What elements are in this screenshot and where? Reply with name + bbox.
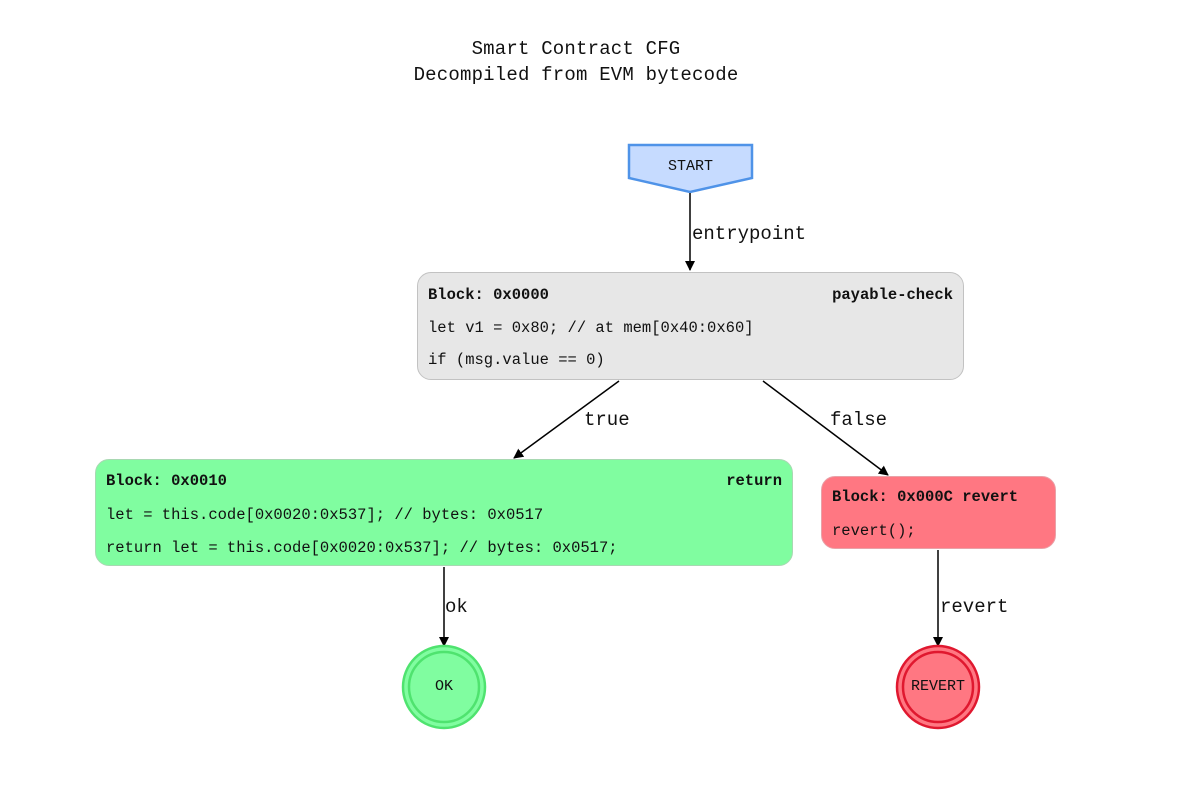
start-node <box>627 143 754 194</box>
start-label: START <box>667 158 713 175</box>
edge-true <box>513 380 620 459</box>
code-line: let = this.code[0x0020:0x537]; // bytes:… <box>106 506 544 524</box>
code-line: if (msg.value == 0) <box>428 351 605 369</box>
edge-label-ok: ok <box>445 596 468 618</box>
diagram-title: Smart Contract CFG <box>471 38 681 60</box>
edge-label-false: false <box>830 409 888 431</box>
block-0x000c-node: Block: 0x000C revert revert(); <box>821 476 1056 549</box>
diagram-subtitle: Decompiled from EVM bytecode <box>413 64 739 86</box>
ok-label: OK <box>434 678 453 695</box>
edge-label-true: true <box>584 409 630 431</box>
block-kind: return <box>726 472 782 490</box>
block-kind: payable-check <box>832 286 953 304</box>
block-0x0010-node: Block: 0x0010 return let = this.code[0x0… <box>95 459 793 566</box>
ok-terminal-node <box>401 644 487 730</box>
edge-false <box>762 380 889 476</box>
block-name: Block: 0x000C <box>832 488 953 506</box>
block-name: Block: 0x0000 <box>428 286 549 304</box>
code-line: revert(); <box>832 522 916 540</box>
revert-label: REVERT <box>910 678 965 695</box>
code-line: return let = this.code[0x0020:0x537]; //… <box>106 539 618 557</box>
edge-label-entrypoint: entrypoint <box>692 223 807 245</box>
block-name: Block: 0x0010 <box>106 472 227 490</box>
block-0x0000-node: Block: 0x0000 payable-check let v1 = 0x8… <box>417 272 964 380</box>
revert-terminal-node <box>895 644 981 730</box>
block-kind: revert <box>962 488 1019 506</box>
edge-label-revert: revert <box>940 596 1009 618</box>
code-line: let v1 = 0x80; // at mem[0x40:0x60] <box>428 319 754 337</box>
